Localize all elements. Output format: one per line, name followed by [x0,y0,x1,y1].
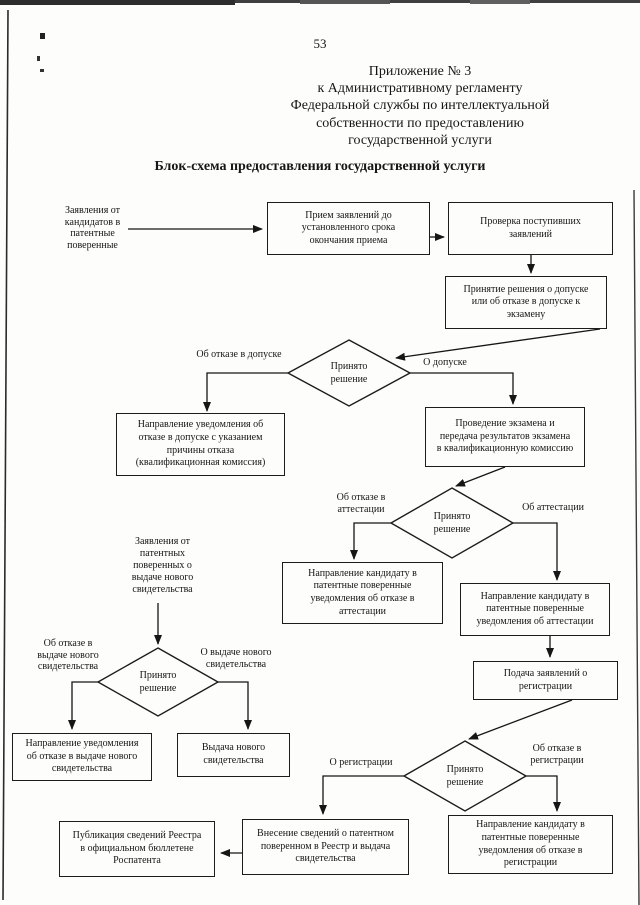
edge-label-registration-refused: Об отказе в регистрации [530,743,584,766]
flow-box-register-entry-text: Внесение сведений о патентном поверенном… [257,828,394,865]
flow-box-admission-refusal-notice: Направление уведомления об отказе в допу… [116,413,285,476]
flow-box-registration-refusal-notice: Направление кандидату в патентные повере… [448,815,613,874]
flow-box-attestation-notice: Направление кандидату в патентные повере… [460,583,610,636]
flow-box-certificate-issue: Выдача нового свидетельства [177,733,290,777]
flow-box-certificate-refusal-notice: Направление уведомления об отказе в выда… [12,733,152,781]
flow-box-reception-text: Прием заявлений до установленного срока … [301,209,396,246]
flow-box-admission-decision: Принятие решения о допуске или об отказе… [445,276,607,329]
flow-box-registration-application-text: Подача заявлений о регистрации [503,667,588,692]
decision-label-admission: Принято решение [330,361,368,385]
flow-box-admission-decision-text: Принятие решения о допуске или об отказе… [463,283,589,320]
flow-box-publication: Публикация сведений Реестра в официально… [59,821,215,877]
flow-box-admission-refusal-notice-text: Направление уведомления об отказе в допу… [135,419,266,469]
flow-box-attestation-refusal-notice: Направление кандидату в патентные повере… [282,562,443,624]
flow-box-certificate-refusal-notice-text: Направление уведомления об отказе в выда… [25,738,139,775]
flow-box-registration-refusal-notice-text: Направление кандидату в патентные повере… [476,819,585,869]
flow-connectors [68,225,601,857]
document-title: Блок-схема предоставления государственно… [154,159,486,174]
flow-box-check-text: Проверка поступивших заявлений [480,215,581,240]
flow-box-attestation-refusal-notice-text: Направление кандидату в патентные повере… [308,567,417,617]
decision-label-certificate: Принято решение [139,670,177,694]
decision-diamond-certificate [96,647,220,717]
flow-box-reception: Прием заявлений до установленного срока … [267,202,430,255]
flow-box-exam: Проведение экзамена и передача результат… [425,407,585,467]
flow-box-publication-text: Публикация сведений Реестра в официально… [72,830,202,867]
edge-label-certificate-refused: Об отказе в выдаче нового свидетельства [37,638,99,673]
source-candidates-text: Заявления от кандидатов в патентные пове… [64,205,121,251]
flow-box-attestation-notice-text: Направление кандидату в патентные повере… [476,590,594,627]
edge-label-certificate-granted: О выдаче нового свидетельства [200,647,272,670]
edge-label-admission-refused: Об отказе в допуске [196,349,282,360]
decision-label-registration: Принято решение [446,764,484,788]
flow-box-certificate-issue-text: Выдача нового свидетельства [201,742,266,766]
edge-label-attested: Об аттестации [522,502,584,513]
decision-label-attestation: Принято решение [433,511,471,535]
flow-box-register-entry: Внесение сведений о патентном поверенном… [242,819,409,875]
page-number: 53 [313,36,327,51]
decision-diamond-attestation [389,487,515,559]
source-attorneys-text: Заявления от патентных поверенных о выда… [131,536,194,595]
decision-diamond-admission [286,339,412,407]
flow-box-registration-application: Подача заявлений о регистрации [473,661,618,700]
flow-box-exam-text: Проведение экзамена и передача результат… [436,418,574,455]
annex-heading: Приложение № 3 к Административному регла… [290,64,550,148]
flow-box-check: Проверка поступивших заявлений [448,202,613,255]
edge-label-admitted: О допуске [423,357,467,368]
edge-label-registered: О регистрации [329,757,393,768]
edge-label-attestation-refused: Об отказе в аттестации [336,492,386,515]
decision-diamond-registration [402,740,528,812]
